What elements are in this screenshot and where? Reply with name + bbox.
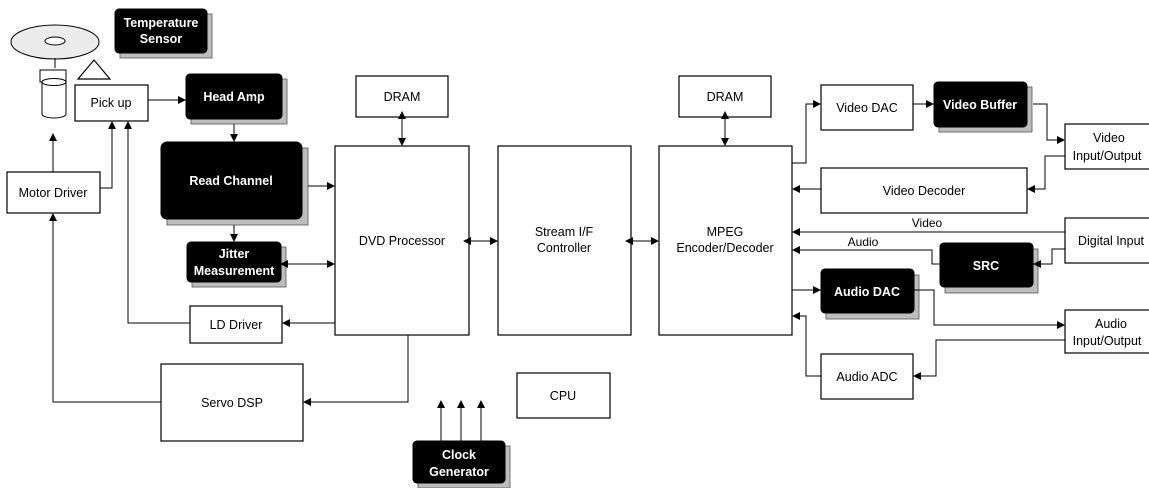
digital-input-block: Digital Input — [1064, 217, 1149, 264]
video-io-block: Video Input/Output — [1064, 123, 1149, 170]
stream-controller-line2: Controller — [537, 241, 591, 255]
digital-input-label: Digital Input — [1078, 234, 1145, 248]
disc-icon — [10, 24, 100, 68]
clock-generator-block: Clock Generator — [412, 440, 511, 488]
cpu-block: CPU — [516, 372, 611, 419]
wire-videoio-decoder — [1027, 155, 1065, 193]
video-decoder-block: Video Decoder — [820, 167, 1028, 214]
head-amp-label: Head Amp — [203, 90, 265, 104]
video-buffer-label: Video Buffer — [943, 98, 1017, 112]
mpeg-line1: MPEG — [707, 225, 744, 239]
dram-left-block: DRAM — [355, 75, 449, 118]
ld-driver-label: LD Driver — [210, 318, 263, 332]
video-buffer-block: Video Buffer — [933, 81, 1033, 133]
read-channel-block: Read Channel — [160, 141, 309, 226]
pick-up-label: Pick up — [91, 96, 132, 110]
video-io-line1: Video — [1093, 131, 1125, 145]
video-dac-block: Video DAC — [820, 84, 914, 131]
wire-src-audio — [792, 246, 940, 265]
jitter-measurement-block: Jitter Measurement — [186, 241, 287, 288]
audio-io-line2: Input/Output — [1073, 334, 1142, 348]
wire-motordriver-pickup — [100, 121, 116, 189]
cpu-label: CPU — [550, 389, 576, 403]
temperature-sensor-line1: Temperature — [124, 16, 199, 30]
dram-right-label: DRAM — [707, 90, 744, 104]
wire-lddriver-pickup — [124, 121, 190, 324]
audio-adc-label: Audio ADC — [836, 370, 897, 384]
mpeg-line2: Encoder/Decoder — [676, 241, 773, 255]
pick-up-block: Pick up — [74, 84, 149, 122]
src-block: SRC — [939, 242, 1039, 294]
stream-controller-block: Stream I/F Controller — [497, 145, 632, 336]
audio-signal-label: Audio — [848, 235, 879, 249]
connections — [49, 96, 1065, 441]
mpeg-block: MPEG Encoder/Decoder — [658, 145, 793, 336]
wire-dvdproc-servo — [303, 335, 409, 406]
audio-io-line1: Audio — [1095, 317, 1127, 331]
video-io-line2: Input/Output — [1073, 149, 1142, 163]
wire-adc-mpeg — [792, 312, 821, 377]
ld-driver-block: LD Driver — [189, 305, 283, 344]
dvd-processor-block: DVD Processor — [334, 145, 470, 336]
jitter-line1: Jitter — [219, 247, 250, 261]
src-label: SRC — [973, 259, 999, 273]
video-dac-label: Video DAC — [836, 101, 898, 115]
servo-dsp-block: Servo DSP — [160, 363, 304, 442]
dram-left-label: DRAM — [384, 90, 421, 104]
dram-right-block: DRAM — [678, 75, 772, 118]
clock-generator-line1: Clock — [442, 448, 476, 462]
laser-pickup-triangle-icon — [76, 59, 112, 80]
wire-buffer-videoio — [1033, 103, 1065, 144]
wire-digital-src — [1033, 248, 1065, 268]
clock-generator-line2: Generator — [429, 465, 489, 479]
wire-mpeg-videodac — [792, 100, 821, 164]
head-amp-block: Head Amp — [185, 73, 288, 125]
audio-adc-block: Audio ADC — [820, 353, 914, 400]
audio-io-block: Audio Input/Output — [1064, 309, 1149, 354]
spindle-motor-icon — [39, 69, 67, 119]
servo-dsp-label: Servo DSP — [201, 396, 263, 410]
wire-audiodac-audioio — [914, 289, 1065, 329]
temperature-sensor-block: Temperature Sensor — [114, 8, 213, 59]
wire-servo-motordriver — [49, 213, 161, 403]
video-signal-label: Video — [912, 216, 943, 230]
jitter-line2: Measurement — [194, 264, 275, 278]
stream-controller-line1: Stream I/F — [535, 225, 594, 239]
temperature-sensor-line2: Sensor — [140, 32, 183, 46]
audio-dac-block: Audio DAC — [820, 268, 920, 320]
dvd-processor-label: DVD Processor — [359, 234, 445, 248]
audio-dac-label: Audio DAC — [834, 285, 900, 299]
read-channel-label: Read Channel — [189, 174, 272, 188]
motor-driver-label: Motor Driver — [19, 186, 88, 200]
wire-audioio-adc — [913, 339, 1065, 380]
motor-driver-block: Motor Driver — [6, 171, 101, 214]
video-decoder-label: Video Decoder — [883, 184, 965, 198]
